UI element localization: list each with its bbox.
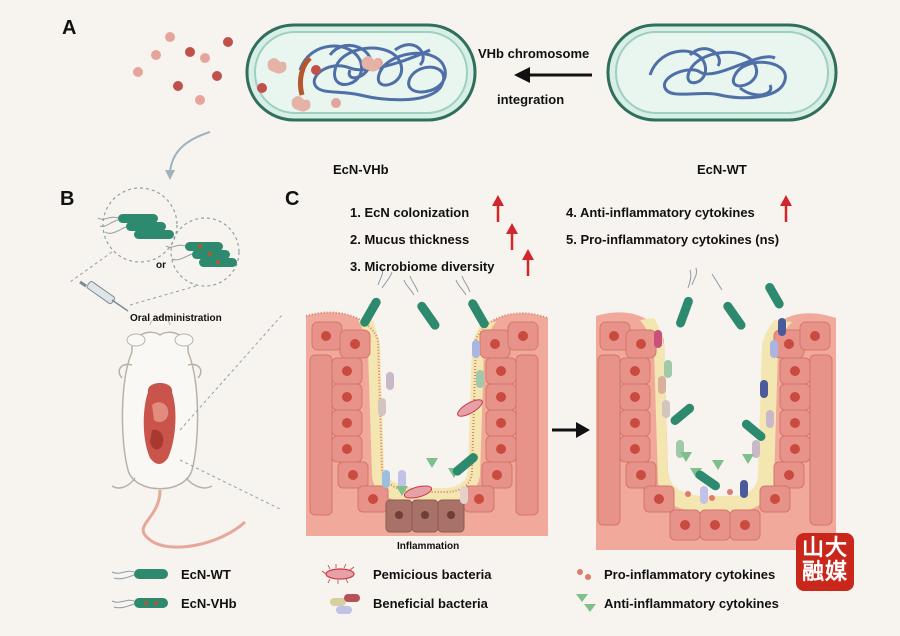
hemoglobin-molecule xyxy=(331,98,341,108)
effect-3: 3. Microbiome diversity xyxy=(350,259,495,274)
panel-label-a: A xyxy=(62,17,77,39)
logo-line-1: 山大 xyxy=(801,536,848,561)
effect-2: 2. Mucus thickness xyxy=(350,232,470,247)
mouse-illustration xyxy=(111,317,247,549)
legend-anti-swatch xyxy=(576,594,596,612)
logo-line-2: 融媒 xyxy=(801,560,848,585)
ecn-wt-cell-diagram xyxy=(606,23,838,122)
legend-pernicious-swatch xyxy=(321,563,355,584)
treatment-arrow xyxy=(552,422,590,438)
strain-label-wt: EcN-WT xyxy=(697,162,747,177)
hemoglobin-molecule xyxy=(311,65,321,75)
protein-cluster xyxy=(361,56,381,72)
legend-pro: Pro-inflammatory cytokines xyxy=(604,567,776,582)
vhb-gene-segment xyxy=(297,56,312,96)
crypt-healthy xyxy=(596,267,836,550)
effect-5: 5. Pro-inflammatory cytokines (ns) xyxy=(566,232,780,247)
route-label: Oral administration xyxy=(130,313,222,324)
legend-pernicious: Pemicious bacteria xyxy=(373,567,492,582)
protein-cluster xyxy=(267,58,287,74)
curved-flow-arrowhead xyxy=(165,170,175,180)
inflammation-label: Inflammation xyxy=(397,541,460,552)
legend-pro-swatch xyxy=(577,569,591,580)
effect-1: 1. EcN colonization xyxy=(350,205,470,220)
arrow-label-bottom: integration xyxy=(497,92,565,107)
ecn-vhb-cell-diagram xyxy=(245,23,477,122)
zoom-line xyxy=(179,459,283,511)
bacteria-magnifier-2 xyxy=(165,217,240,287)
legend-anti: Anti-inflammatory cytokines xyxy=(604,596,779,611)
panel-label-c: C xyxy=(285,188,300,210)
legend-beneficial: Beneficial bacteria xyxy=(373,596,488,611)
legend-ecn-wt: EcN-WT xyxy=(181,567,231,582)
protein-cluster xyxy=(291,96,311,112)
chromosome-coil-right-2 xyxy=(688,47,773,97)
curved-flow-arrow xyxy=(169,131,211,173)
effect-4: 4. Anti-inflammatory cytokines xyxy=(566,205,755,220)
legend-beneficial-swatch xyxy=(330,594,360,614)
chromosome-coil-right xyxy=(648,49,787,100)
zoom-line xyxy=(69,251,113,283)
panel-label-b: B xyxy=(60,188,75,210)
arrow-label-top: VHb chromosome xyxy=(478,46,590,61)
legend-ecn-vhb-swatch xyxy=(111,598,168,609)
secreted-molecules xyxy=(133,32,233,105)
increase-arrows xyxy=(492,195,792,276)
legend-ecn-vhb: EcN-VHb xyxy=(181,596,237,611)
media-logo: 山大 融媒 xyxy=(796,533,854,591)
integration-arrow xyxy=(514,67,592,83)
syringe-icon xyxy=(79,280,129,312)
strain-label-vhb: EcN-VHb xyxy=(333,162,389,177)
chromosome-coil-left xyxy=(298,44,447,102)
zoom-line xyxy=(129,285,197,306)
crypt-inflamed xyxy=(305,267,549,536)
legend-ecn-wt-swatch xyxy=(111,569,168,580)
hemoglobin-molecule xyxy=(257,83,267,93)
bacteria-magnifier-1 xyxy=(97,187,178,263)
zoom-line xyxy=(179,314,283,431)
or-label: or xyxy=(156,260,166,271)
